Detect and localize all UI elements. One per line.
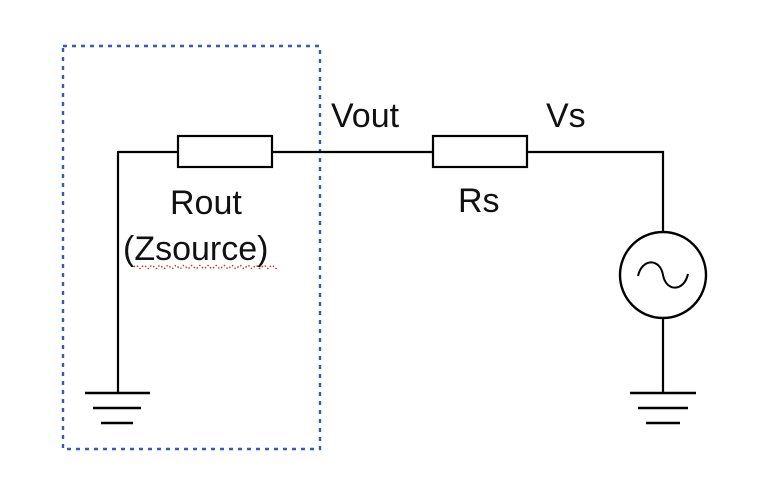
ground-icon <box>630 391 696 425</box>
source-boundary-box <box>61 44 322 451</box>
ac-source-icon <box>618 230 708 320</box>
rout-resistor <box>176 134 274 169</box>
vout-label: Vout <box>331 97 400 135</box>
rs-resistor <box>431 134 529 169</box>
zsource-label: (Zsource) <box>123 230 268 268</box>
vs-label: Vs <box>546 97 586 135</box>
rs-label: Rs <box>458 182 500 220</box>
rout-label: Rout <box>170 184 242 222</box>
ground-icon <box>85 391 150 425</box>
